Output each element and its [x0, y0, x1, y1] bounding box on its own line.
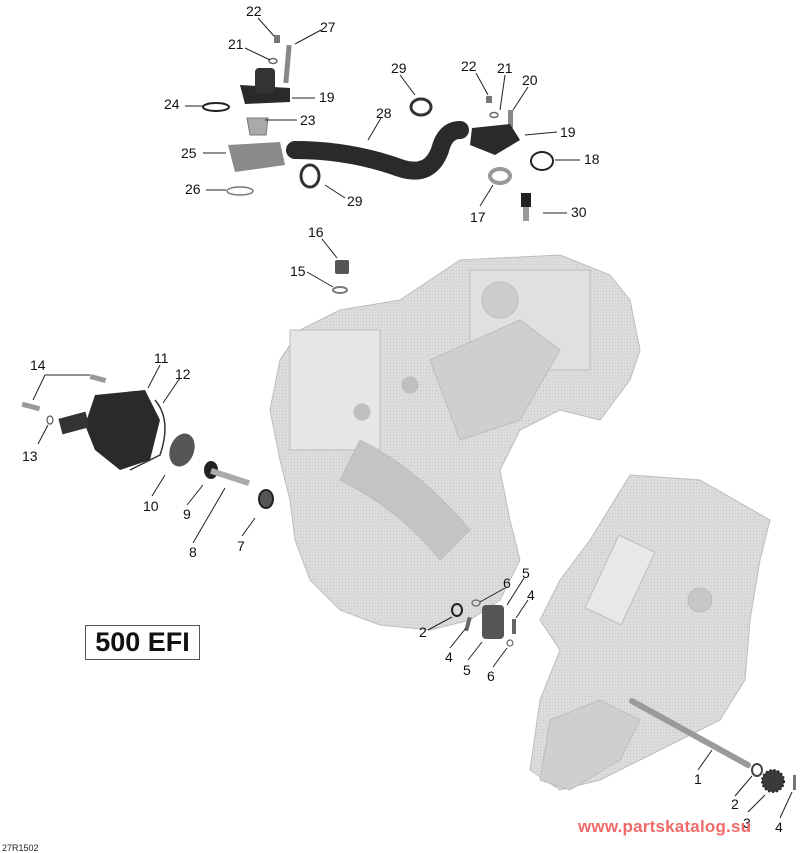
callout-4[interactable]: 4: [445, 649, 453, 665]
callout-9[interactable]: 9: [183, 506, 191, 522]
callout-1[interactable]: 1: [694, 771, 702, 787]
callout-15[interactable]: 15: [290, 263, 306, 279]
model-label: 500 EFI: [85, 625, 200, 660]
oil-pump-shaft: [629, 698, 796, 793]
callout-5[interactable]: 5: [522, 565, 530, 581]
callout-2[interactable]: 2: [731, 796, 739, 812]
leader-lines: [32, 17, 793, 819]
water-pump-assembly: [21, 373, 274, 509]
callout-20[interactable]: 20: [522, 72, 538, 88]
callout-2[interactable]: 2: [419, 624, 427, 640]
drain-plug: [332, 260, 349, 294]
outlet-assembly: [470, 96, 554, 221]
callout-4[interactable]: 4: [527, 587, 535, 603]
callout-8[interactable]: 8: [189, 544, 197, 560]
callout-23[interactable]: 23: [300, 112, 316, 128]
oil-pump-gears: [451, 599, 516, 647]
callout-30[interactable]: 30: [571, 204, 587, 220]
watermark: www.partskatalog.su: [578, 817, 752, 836]
reference-code: 27R1502: [2, 843, 39, 853]
callout-16[interactable]: 16: [308, 224, 324, 240]
callout-18[interactable]: 18: [584, 151, 600, 167]
callout-4[interactable]: 4: [775, 819, 783, 835]
callout-26[interactable]: 26: [185, 181, 201, 197]
callout-28[interactable]: 28: [376, 105, 392, 121]
callout-7[interactable]: 7: [237, 538, 245, 554]
callout-21[interactable]: 21: [228, 36, 244, 52]
callout-22[interactable]: 22: [461, 58, 477, 74]
thermostat-assembly: [202, 35, 292, 196]
callout-19[interactable]: 19: [560, 124, 576, 140]
callout-3[interactable]: 3: [743, 815, 751, 831]
callout-21[interactable]: 21: [497, 60, 513, 76]
callout-22[interactable]: 22: [246, 3, 262, 19]
callout-27[interactable]: 27: [320, 19, 336, 35]
engine-block-ghost: [269, 254, 641, 631]
callout-29[interactable]: 29: [391, 60, 407, 76]
callout-12[interactable]: 12: [175, 366, 191, 382]
callout-24[interactable]: 24: [164, 96, 180, 112]
callout-29[interactable]: 29: [347, 193, 363, 209]
callout-17[interactable]: 17: [470, 209, 486, 225]
callout-19[interactable]: 19: [319, 89, 335, 105]
callout-10[interactable]: 10: [143, 498, 159, 514]
callout-5[interactable]: 5: [463, 662, 471, 678]
callout-6[interactable]: 6: [487, 668, 495, 684]
callout-13[interactable]: 13: [22, 448, 38, 464]
hose-assembly: [286, 97, 469, 189]
callout-11[interactable]: 11: [154, 350, 169, 366]
callout-14[interactable]: 14: [30, 357, 46, 373]
crankcase-ghost: [529, 474, 771, 791]
callout-6[interactable]: 6: [503, 575, 511, 591]
callout-25[interactable]: 25: [181, 145, 197, 161]
